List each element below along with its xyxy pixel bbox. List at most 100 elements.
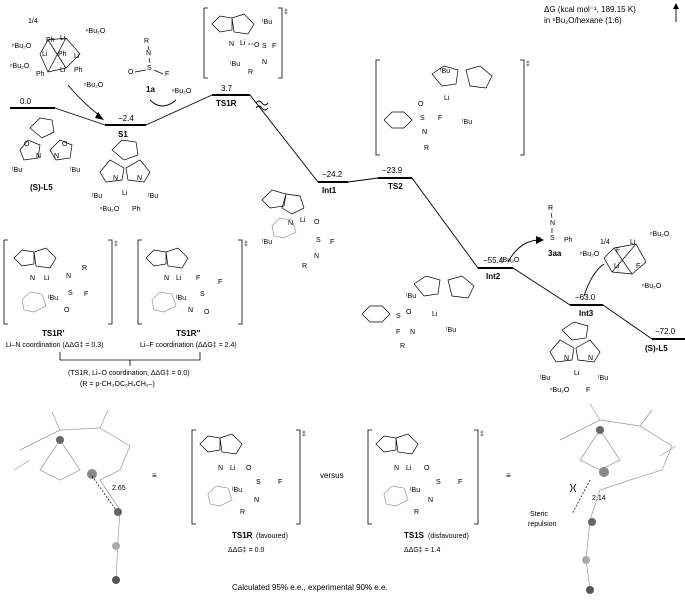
ts1r-3d-n-atom <box>56 436 64 444</box>
tetramer-ph-3: Ph <box>36 71 45 78</box>
int1-f: F <box>330 239 334 246</box>
ts2-o: O <box>418 101 424 108</box>
organolithium-tetramer: 1/4 ⁿBu₂O ⁿBu₂O ⁿBu₂O ⁿBu₂O Li Li Li Li … <box>10 18 106 120</box>
ts1s-status: (disfavoured) <box>428 533 469 540</box>
ts1r-3d-o-atom <box>112 576 120 584</box>
int1-o: O <box>314 219 320 226</box>
lif-fraction: 1/4 <box>600 239 610 246</box>
released-bu2o-1: ⁿBu₂O <box>172 88 192 95</box>
int3-tbu-2: ᵗBu <box>598 375 608 382</box>
ts1r-o: O <box>254 42 260 49</box>
ts2-tbu-1: ᵗBu <box>440 68 450 75</box>
tetramer-bu2o-4: ⁿBu₂O <box>84 82 104 89</box>
l5-oxazolines <box>19 139 73 161</box>
s1-ph: Ph <box>132 206 141 213</box>
ts1r-li: Li <box>240 40 246 47</box>
product-ph: Ph <box>564 237 573 244</box>
tetramer-bu2o-3: ⁿBu₂O <box>86 28 106 35</box>
reagent-1a-f: F <box>165 71 169 78</box>
label-int2: Int2 <box>486 272 501 281</box>
ts1r-bottom-n2: N <box>254 497 259 504</box>
ts1r-dprime-n: N <box>164 275 169 282</box>
l5-o-1: O <box>24 141 30 148</box>
ts1r-prime-rings <box>13 247 57 269</box>
lif-bu2o-1: ⁿBu₂O <box>580 251 600 258</box>
int3-n-2: N <box>588 355 593 362</box>
ts1s-3d-n-atom <box>596 426 604 434</box>
ts2-li: Li <box>444 95 450 102</box>
ts1r-prime-dagger: ‡ <box>114 241 118 248</box>
s1-bu2o: ⁿBu₂O <box>100 206 120 213</box>
ts2-s: S <box>420 115 425 122</box>
ts1s-brackets <box>367 429 479 525</box>
ts1r-rings <box>211 13 255 35</box>
lif-f-1: F <box>636 263 640 270</box>
steric-label-1: Steric <box>530 511 548 518</box>
ts1r-brackets <box>203 7 283 79</box>
ts1r-dprime-desc: Li–F coordination (ΔΔG‡ = 2.4) <box>140 342 237 349</box>
ts1s-dagger: ‡ <box>480 431 484 438</box>
energy-axis-arrowhead <box>673 3 679 9</box>
int3-n-1: N <box>564 355 569 362</box>
ts2-phenyl <box>383 111 413 129</box>
lif-f-2: F <box>616 247 620 254</box>
energy-int3: −63.0 <box>575 293 596 302</box>
tetramer-arrow <box>67 84 101 117</box>
reagent-1a-o: O <box>128 69 134 76</box>
l5-n-1: N <box>36 153 41 160</box>
energy-int2: −55.4 <box>483 256 504 265</box>
energy-levels <box>10 94 685 340</box>
ts1r-3d-ring-atom-1 <box>112 542 120 550</box>
reagent-1a-label: 1a <box>146 85 155 94</box>
product-arrowhead <box>536 236 544 244</box>
l5-tbu-1: ᵗBu <box>12 167 22 174</box>
ts1r-prime-f: F <box>84 291 88 298</box>
ts2-dagger: ‡ <box>526 61 530 68</box>
energy-l5-end: −72.0 <box>655 327 676 336</box>
lif-bu2o-2: ⁿBu₂O <box>650 231 670 238</box>
ts1r-tbu-2: ᵗBu <box>230 61 240 68</box>
l5-tbu-2: ᵗBu <box>70 167 80 174</box>
lif-bu2o-3: ⁿBu₂O <box>642 283 662 290</box>
ts1r-3d-contact <box>91 475 117 511</box>
lif-li-1: Li <box>630 239 636 246</box>
ts1r-bottom-rings <box>199 433 243 455</box>
ee-footer: Calculated 95% e.e., experimental 90% e.… <box>232 583 388 592</box>
ts1r-3d-skeleton <box>19 427 131 581</box>
comparison-section: 2.65 ≡ ‡ N Li O S F N R ᵗBu TS1R (favour… <box>13 403 677 594</box>
ts1r-3d-s-atom <box>114 508 122 516</box>
product-s: S <box>550 235 555 242</box>
ts1r-n2: N <box>262 59 267 66</box>
label-int1: Int1 <box>322 186 337 195</box>
int3-bu2o: ⁿBu₂O <box>550 387 570 394</box>
int1-n: N <box>288 220 293 227</box>
ts1r-structure: ‡ ᵗBu N Li O S F N R ᵗBu <box>203 7 288 79</box>
ts1r-tbu-1: ᵗBu <box>262 19 272 26</box>
int1-tbu: ᵗBu <box>262 239 272 246</box>
ts1r-dprime-n2: N <box>188 307 193 314</box>
ts1s-rings <box>375 433 419 455</box>
ts1s-3d-model: 2.14 Steric repulsion <box>528 403 677 594</box>
ts2-f: F <box>438 115 442 122</box>
ts1s-li: Li <box>406 465 412 472</box>
tetramer-li-2: Li <box>42 51 48 58</box>
s1-n-2: N <box>137 175 142 182</box>
label-ts1r: TS1R <box>216 99 237 108</box>
ts1r-prime-brackets <box>3 239 113 325</box>
int1-li: Li <box>300 217 306 224</box>
tetramer-cube <box>39 37 81 73</box>
ligand-l5-start: O O N N ᵗBu ᵗBu (S)-L5 <box>12 117 80 192</box>
int2-tbu-2: ᵗBu <box>446 327 456 334</box>
ts1r-bottom-s: S <box>256 479 261 486</box>
int2-li: Li <box>432 311 438 318</box>
connector-2 <box>145 94 213 126</box>
ts1r-prime-tbu: ᵗBu <box>48 295 58 302</box>
tetramer-bu2o-1: ⁿBu₂O <box>12 43 32 50</box>
energy-connectors <box>54 94 653 340</box>
ts1s-3d-bonds <box>579 403 677 471</box>
tetramer-ph-1: Ph <box>46 37 55 44</box>
s1-li: Li <box>122 190 128 197</box>
label-s1: S1 <box>118 130 128 139</box>
energy-units-label: ΔG (kcal mol⁻¹, 189.15 K) <box>544 5 636 14</box>
